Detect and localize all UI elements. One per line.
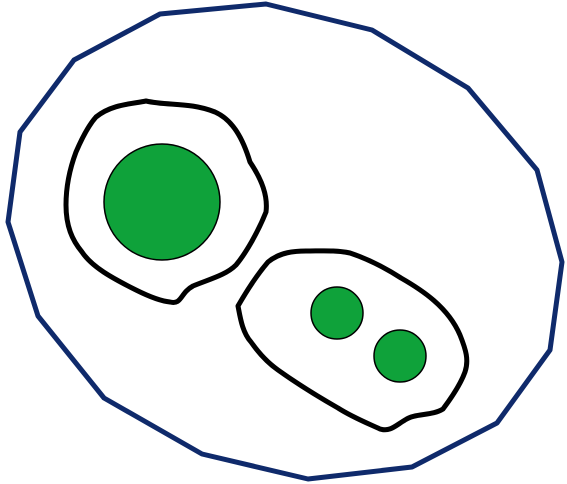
right-region-dot-1 <box>311 287 363 339</box>
left-region-dot <box>104 144 220 260</box>
right-region-dot-2 <box>374 330 426 382</box>
